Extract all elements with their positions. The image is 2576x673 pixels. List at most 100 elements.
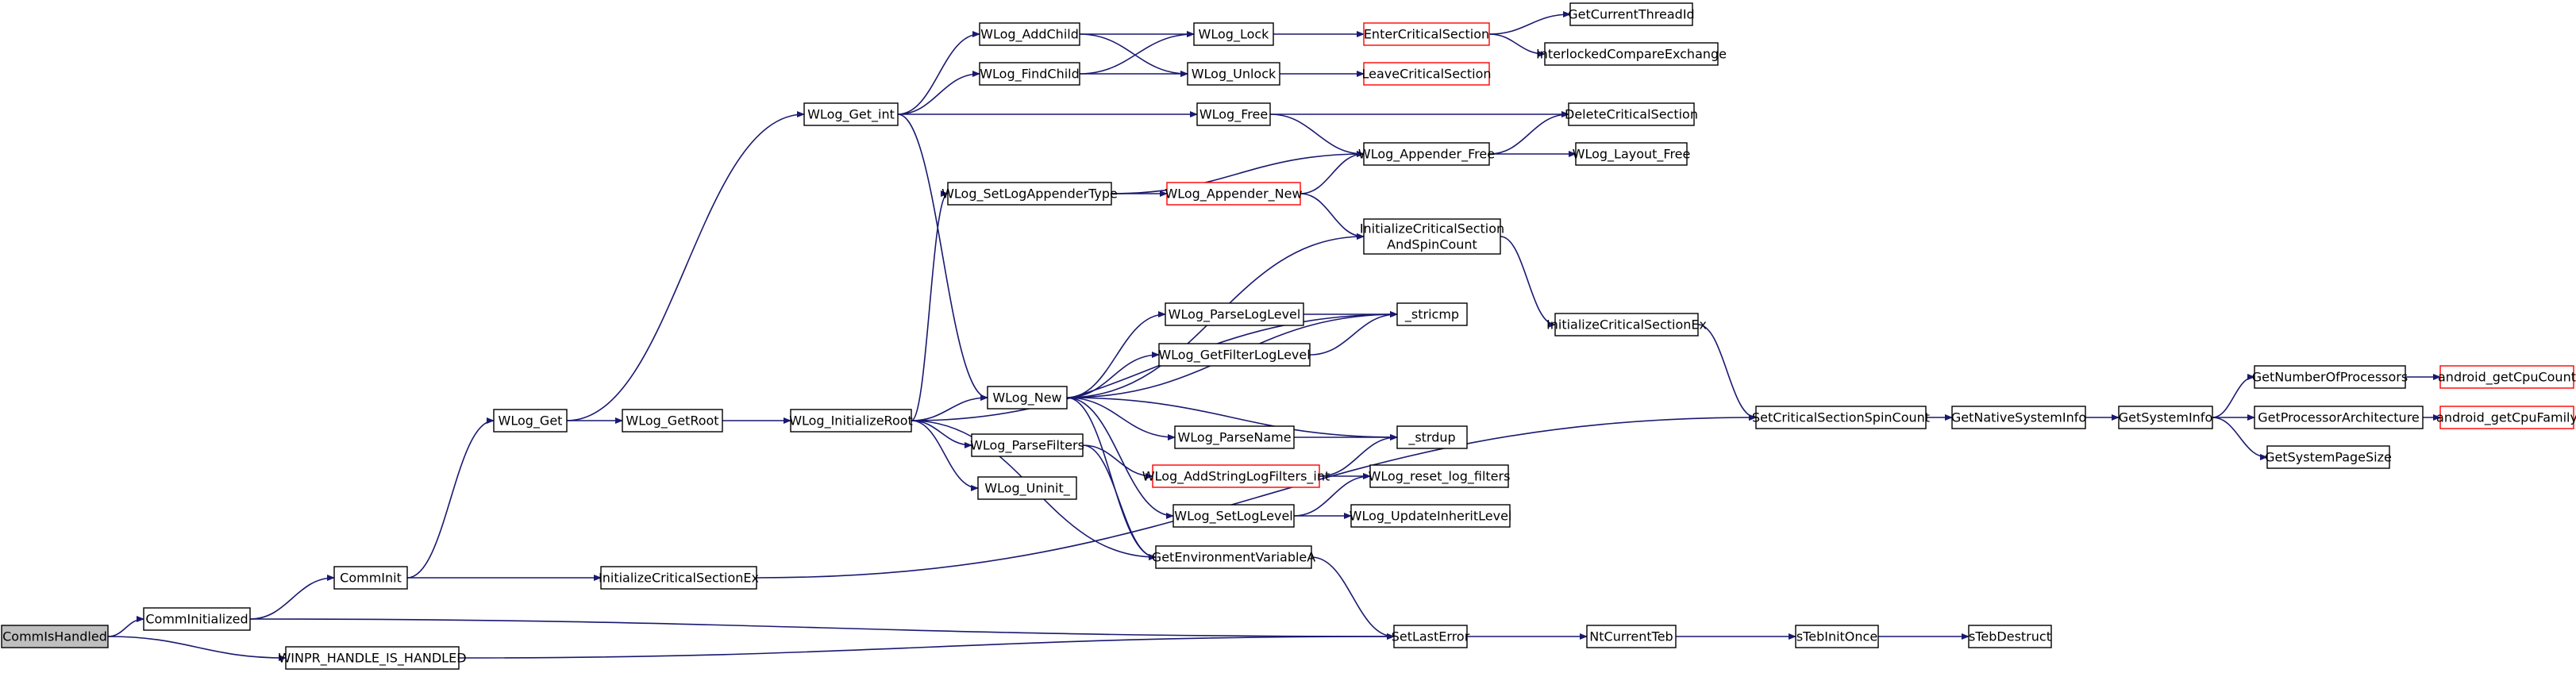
node-box[interactable]	[1363, 218, 1501, 255]
node-commishandled[interactable]: CommIsHandled	[1, 625, 109, 648]
node-box[interactable]	[1196, 102, 1271, 126]
node-wlog-initroot[interactable]: WLog_InitializeRoot	[789, 409, 913, 433]
node-box[interactable]	[1187, 62, 1280, 86]
node-wlog-free[interactable]: WLog_Free	[1196, 102, 1271, 126]
node-setlogappender[interactable]: WLog_SetLogAppenderType	[941, 182, 1118, 206]
node-box[interactable]	[2266, 445, 2390, 469]
node-box[interactable]	[947, 182, 1112, 206]
node-wlog-lock[interactable]: WLog_Lock	[1193, 22, 1274, 46]
node-getcurthread[interactable]: GetCurrentThreadId	[1568, 2, 1695, 26]
node-box[interactable]	[1554, 313, 1699, 336]
node-box[interactable]	[1158, 343, 1311, 367]
node-box[interactable]	[1951, 406, 2086, 429]
node-initcs-ex-right[interactable]: InitializeCriticalSectionEx	[1546, 313, 1707, 336]
node-box[interactable]	[1363, 62, 1490, 86]
node-box[interactable]	[1586, 625, 1677, 648]
node-stricmp[interactable]: _stricmp	[1396, 302, 1468, 326]
node-wlog-getroot[interactable]: WLog_GetRoot	[622, 409, 723, 433]
node-box[interactable]	[333, 566, 408, 590]
node-box[interactable]	[2439, 406, 2574, 429]
node-box[interactable]	[143, 607, 251, 631]
node-resetlogfilters[interactable]: WLog_reset_log_filters	[1369, 464, 1511, 488]
node-setcsspin[interactable]: SetCriticalSectionSpinCount	[1752, 406, 1930, 429]
node-wlog-get-int[interactable]: WLog_Get_int	[803, 102, 899, 126]
node-box[interactable]	[1968, 625, 2052, 648]
node-box[interactable]	[600, 566, 757, 590]
node-interlocked[interactable]: InterlockedCompareExchange	[1536, 42, 1727, 66]
node-getenv[interactable]: GetEnvironmentVariableA	[1152, 545, 1315, 569]
node-getcpufamily[interactable]: android_getCpuFamily	[2436, 406, 2576, 429]
node-getprocarch[interactable]: GetProcessorArchitecture	[2254, 406, 2424, 429]
node-getfilterloglevel[interactable]: WLog_GetFilterLogLevel	[1158, 343, 1311, 367]
node-box[interactable]	[1155, 545, 1312, 569]
node-setloglevel[interactable]: WLog_SetLogLevel	[1172, 504, 1295, 528]
node-box[interactable]	[1350, 504, 1511, 528]
node-strdup[interactable]: _strdup	[1396, 425, 1468, 449]
node-getnumproc[interactable]: GetNumberOfProcessors	[2252, 365, 2408, 389]
node-box[interactable]	[493, 409, 568, 433]
node-comminit[interactable]: CommInit	[333, 566, 408, 590]
node-box[interactable]	[622, 409, 723, 433]
node-appender-free[interactable]: WLog_Appender_Free	[1358, 142, 1495, 166]
node-box[interactable]	[1193, 22, 1274, 46]
node-box[interactable]	[971, 433, 1084, 457]
node-stebdestruct[interactable]: sTebDestruct	[1968, 625, 2052, 648]
node-box[interactable]	[1569, 2, 1693, 26]
node-updateinherit[interactable]: WLog_UpdateInheritLevel	[1350, 504, 1512, 528]
node-box[interactable]	[1755, 406, 1927, 429]
node-box[interactable]	[1393, 625, 1468, 648]
node-setlasterror[interactable]: SetLastError	[1392, 625, 1470, 648]
node-wlog-addchild[interactable]: WLog_AddChild	[979, 22, 1080, 46]
node-deletecs[interactable]: DeleteCriticalSection	[1565, 102, 1698, 126]
node-box[interactable]	[2118, 406, 2213, 429]
node-layout-free[interactable]: WLog_Layout_Free	[1573, 142, 1691, 166]
node-entercs[interactable]: EnterCriticalSection	[1363, 22, 1490, 46]
node-box[interactable]	[1363, 142, 1490, 166]
node-parseloglevel[interactable]: WLog_ParseLogLevel	[1165, 302, 1304, 326]
node-getcpucount[interactable]: android_getCpuCount	[2438, 365, 2576, 389]
node-box[interactable]	[1568, 102, 1695, 126]
node-box[interactable]	[2439, 365, 2574, 389]
node-appender-new[interactable]: WLog_Appender_New	[1165, 182, 1303, 206]
node-box[interactable]	[803, 102, 899, 126]
node-box[interactable]	[2254, 365, 2406, 389]
node-box[interactable]	[1165, 302, 1304, 326]
node-leavecs[interactable]: LeaveCriticalSection	[1362, 62, 1492, 86]
node-getsysinfo[interactable]: GetSystemInfo	[2118, 406, 2213, 429]
node-parsename[interactable]: WLog_ParseName	[1174, 425, 1295, 449]
node-box[interactable]	[1, 625, 109, 648]
node-comminitialized[interactable]: CommInitialized	[143, 607, 251, 631]
node-winpr-handle[interactable]: WINPR_HANDLE_IS_HANDLED	[278, 646, 467, 670]
node-getnativesysinfo[interactable]: GetNativeSystemInfo	[1951, 406, 2086, 429]
node-box[interactable]	[1152, 464, 1320, 488]
node-box[interactable]	[1174, 425, 1295, 449]
node-box[interactable]	[1172, 504, 1295, 528]
node-box[interactable]	[977, 476, 1077, 500]
node-initcs-ex-left[interactable]: InitializeCriticalSectionEx	[599, 566, 759, 590]
node-box[interactable]	[285, 646, 460, 670]
node-box[interactable]	[979, 22, 1080, 46]
node-parsefilters[interactable]: WLog_ParseFilters	[970, 433, 1084, 457]
node-box[interactable]	[790, 409, 912, 433]
node-wlog-findchild[interactable]: WLog_FindChild	[979, 62, 1080, 86]
node-box[interactable]	[1396, 425, 1468, 449]
node-wlog-new[interactable]: WLog_New	[987, 386, 1068, 410]
node-wlog-get[interactable]: WLog_Get	[493, 409, 568, 433]
node-uninit[interactable]: WLog_Uninit_	[977, 476, 1077, 500]
node-box[interactable]	[1544, 42, 1719, 66]
node-box[interactable]	[1166, 182, 1301, 206]
node-box[interactable]	[1795, 625, 1879, 648]
node-getsyspagesize[interactable]: GetSystemPageSize	[2265, 445, 2392, 469]
node-box[interactable]	[1575, 142, 1688, 166]
node-box[interactable]	[1363, 22, 1490, 46]
node-addstringlogfilters[interactable]: WLog_AddStringLogFilters_int	[1142, 464, 1330, 488]
node-box[interactable]	[979, 62, 1080, 86]
node-stebinitonce[interactable]: sTebInitOnce	[1795, 625, 1879, 648]
node-box[interactable]	[2254, 406, 2424, 429]
node-box[interactable]	[1369, 464, 1509, 488]
node-box[interactable]	[987, 386, 1068, 410]
node-box[interactable]	[1396, 302, 1468, 326]
node-ntcurrentteb[interactable]: NtCurrentTeb	[1586, 625, 1677, 648]
node-wlog-unlock[interactable]: WLog_Unlock	[1187, 62, 1280, 86]
